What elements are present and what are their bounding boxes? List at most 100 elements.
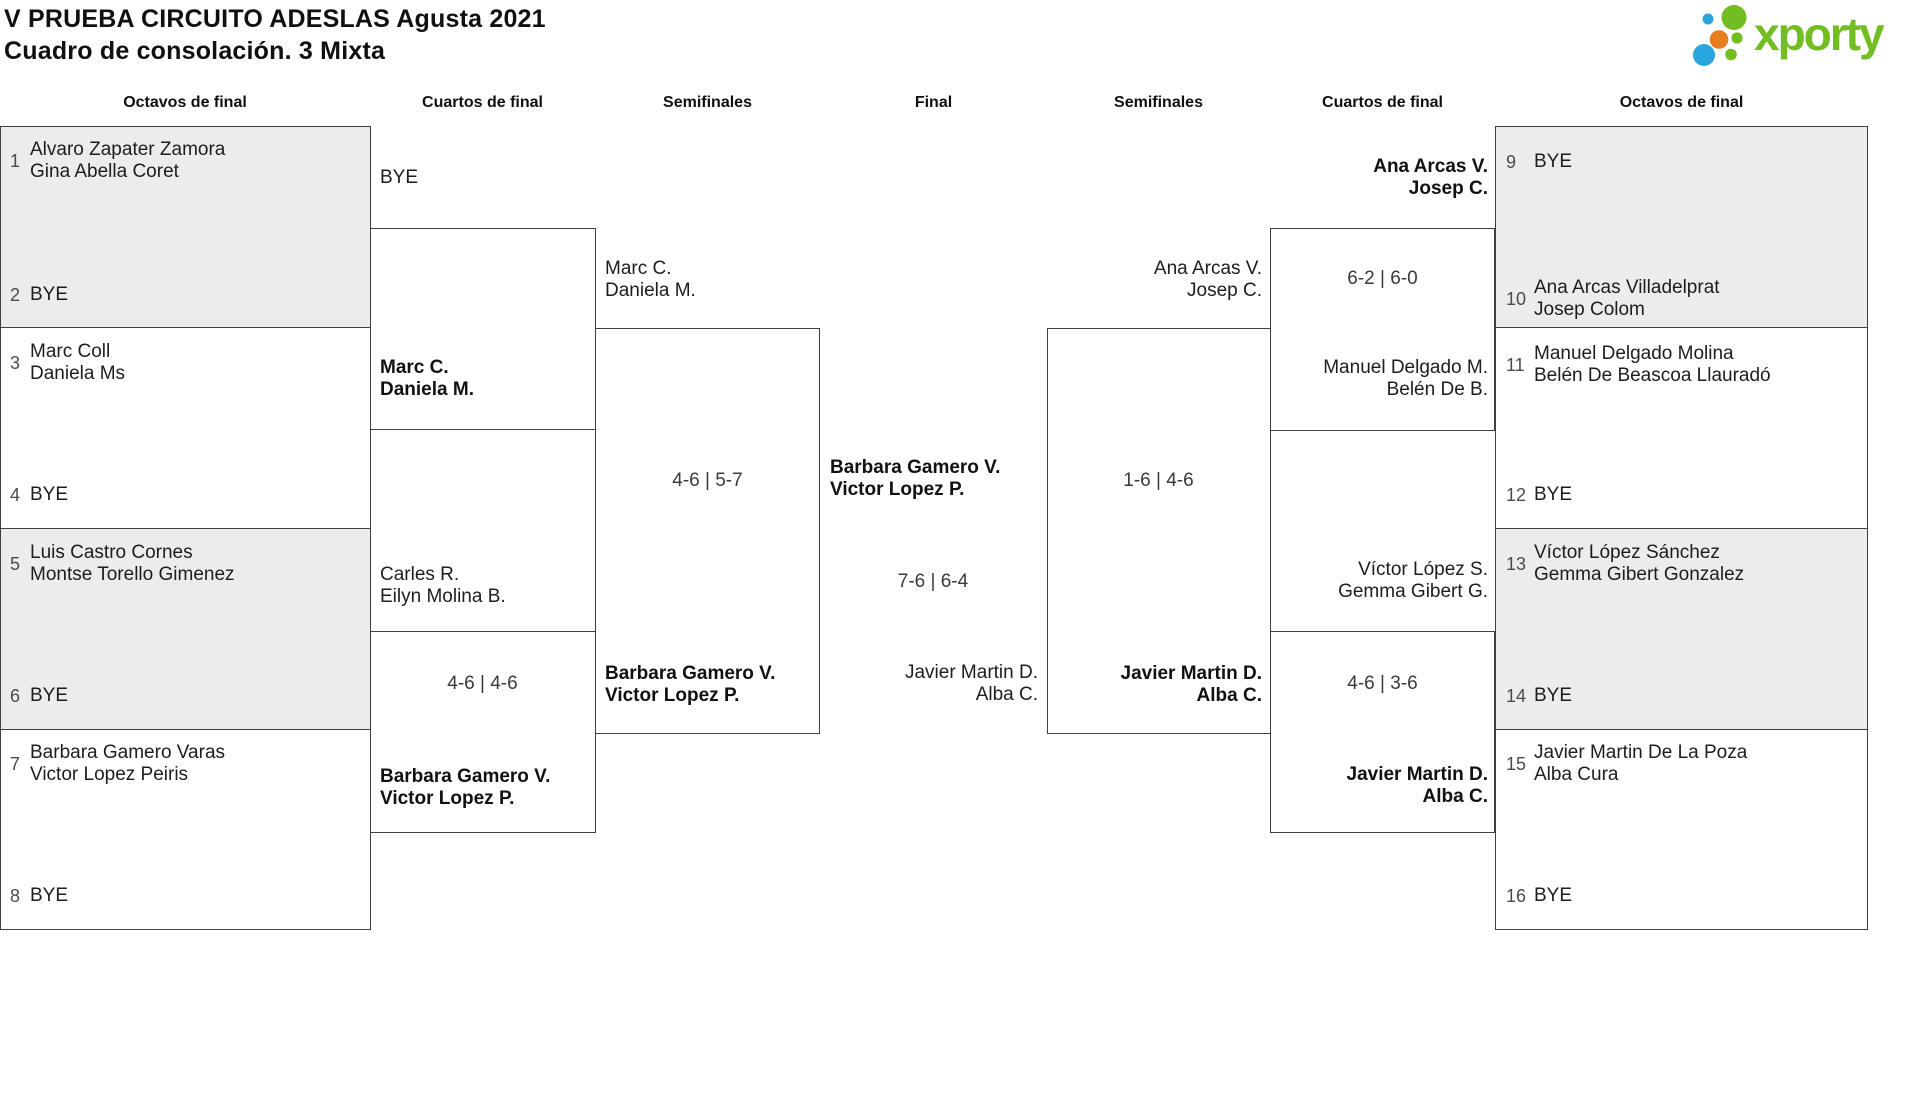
participant-line: Barbara Gamero Varas (30, 742, 226, 763)
seed-number: 5 (10, 553, 21, 574)
seed-number: 15 (1506, 753, 1527, 774)
round-header-semis-left: Semifinales (663, 94, 752, 111)
octavos-box-seeds-3-4 (0, 327, 371, 529)
brand-name: xporty (1754, 8, 1885, 60)
seed-entry-16: 16 BYE (1506, 885, 1572, 907)
participant-line: Javier Martin D. (1346, 764, 1489, 785)
seed-entry-3: 3 Marc Coll Daniela Ms (10, 341, 125, 385)
seed-entry-2: 2 BYE (10, 284, 68, 306)
participant-line: Javier Martin De La Poza (1534, 742, 1748, 763)
participant-line: Barbara Gamero V. (380, 766, 551, 787)
round-header-cuartos-left: Cuartos de final (422, 94, 543, 111)
participant-line: Victor Lopez P. (380, 788, 515, 809)
seed-entry-7: 7 Barbara Gamero Varas Victor Lopez Peir… (10, 742, 225, 786)
seed-number: 2 (10, 284, 21, 305)
match-score-qf-right-2: 4-6 | 3-6 (1347, 673, 1418, 694)
seed-number: 14 (1506, 685, 1527, 706)
match-score-sf-right: 1-6 | 4-6 (1123, 470, 1194, 491)
seed-number: 16 (1506, 885, 1527, 906)
participant-line: Javier Martin D. (904, 662, 1038, 683)
participant-line: Marc C. (380, 357, 449, 378)
participant-label-final-runnerup: Javier Martin D. Alba C. (820, 662, 1038, 706)
participant-line: Gina Abella Coret (30, 161, 179, 182)
participant-line: BYE (1534, 151, 1573, 172)
seed-entry-13: 13 Víctor López Sánchez Gemma Gibert Gon… (1506, 542, 1744, 586)
round-header-semis-right: Semifinales (1114, 94, 1203, 111)
participant-line: Víctor López S. (1358, 559, 1488, 580)
seed-number: 4 (10, 484, 21, 505)
participant-line: Victor Lopez P. (830, 479, 965, 500)
match-box-qf-right-1 (1270, 228, 1495, 431)
seed-number: 10 (1506, 288, 1527, 309)
participant-line: Javier Martin D. (1120, 663, 1263, 684)
participant-line: Manuel Delgado Molina (1534, 343, 1734, 364)
participant-line: Alba C. (975, 684, 1038, 705)
participant-label-qf-right-1-b: Manuel Delgado M. Belén De B. (1270, 357, 1488, 401)
participant-label-qf-left-2-winner: Barbara Gamero V. Victor Lopez P. (380, 766, 550, 810)
seed-number: 7 (10, 753, 21, 774)
participant-line: Ana Arcas V. (1373, 156, 1488, 177)
match-score-qf-right-1: 6-2 | 6-0 (1347, 268, 1418, 289)
participant-line: Ana Arcas Villadelprat (1534, 277, 1720, 298)
match-score-qf-left-2: 4-6 | 4-6 (447, 673, 518, 694)
participant-label-sf-right-winner: Javier Martin D. Alba C. (1047, 663, 1263, 707)
seed-number: 9 (1506, 151, 1517, 172)
participant-line: Carles R. (380, 564, 460, 585)
participant-line: Barbara Gamero V. (605, 663, 776, 684)
participant-line: Víctor López Sánchez (1534, 542, 1720, 563)
seed-number: 8 (10, 885, 21, 906)
participant-label-qf-left-1-winner: Marc C. Daniela M. (380, 357, 474, 401)
round-header-cuartos-right: Cuartos de final (1322, 94, 1443, 111)
octavos-box-seeds-7-8 (0, 729, 371, 930)
seed-entry-8: 8 BYE (10, 885, 68, 907)
round-header-octavos-left: Octavos de final (123, 94, 247, 111)
participant-line: Belén De Beascoa Llauradó (1534, 365, 1771, 386)
participant-line: Alba Cura (1534, 764, 1619, 785)
seed-entry-1: 1 Alvaro Zapater Zamora Gina Abella Core… (10, 139, 225, 183)
participant-line: BYE (1534, 885, 1573, 906)
participant-line: Alvaro Zapater Zamora (30, 139, 226, 160)
page-title: V PRUEBA CIRCUITO ADESLAS Agusta 2021 (4, 5, 546, 33)
octavos-box-seeds-11-12 (1495, 327, 1868, 529)
participant-line: Marc Coll (30, 341, 111, 362)
page-subtitle: Cuadro de consolación. 3 Mixta (4, 37, 386, 65)
match-box-qf-right-2 (1270, 631, 1495, 833)
participant-line: Alba C. (1196, 685, 1262, 706)
participant-label-qf-right-2-a: Víctor López S. Gemma Gibert G. (1270, 559, 1488, 603)
participant-label-sf-left-a: Marc C. Daniela M. (605, 258, 696, 302)
participant-label-final-champion: Barbara Gamero V. Victor Lopez P. (830, 457, 1000, 501)
participant-line: Ana Arcas V. (1153, 258, 1262, 279)
participant-line: Daniela M. (380, 379, 474, 400)
seed-number: 12 (1506, 484, 1527, 505)
participant-line: BYE (30, 685, 69, 706)
participant-line: Josep C. (1408, 178, 1488, 199)
participant-line: Daniela M. (605, 280, 696, 301)
participant-line: Alba C. (1422, 786, 1488, 807)
participant-label-qf-left-2-a: Carles R. Eilyn Molina B. (380, 564, 506, 608)
seed-entry-9: 9 BYE (1506, 151, 1572, 173)
participant-line: BYE (1534, 484, 1573, 505)
octavos-box-seeds-9-10 (1495, 126, 1868, 328)
round-header-final: Final (914, 94, 953, 111)
seed-number: 11 (1506, 354, 1525, 375)
seed-entry-12: 12 BYE (1506, 484, 1572, 506)
seed-number: 1 (10, 150, 21, 171)
match-box-sf-right (1047, 328, 1271, 734)
logo-dots-icon (1693, 5, 1747, 66)
octavos-box-seeds-13-14 (1495, 528, 1868, 730)
seed-number: 6 (10, 685, 21, 706)
participant-line: Daniela Ms (30, 363, 126, 384)
participant-line: BYE (1534, 685, 1573, 706)
participant-label-qf-right-1-winner: Ana Arcas V. Josep C. (1270, 156, 1488, 200)
participant-line: Josep Colom (1534, 299, 1645, 320)
seed-number: 13 (1506, 553, 1527, 574)
participant-line: Gemma Gibert Gonzalez (1534, 564, 1745, 585)
seed-entry-14: 14 BYE (1506, 685, 1572, 707)
seed-entry-15: 15 Javier Martin De La Poza Alba Cura (1506, 742, 1747, 786)
participant-label-sf-left-winner: Barbara Gamero V. Victor Lopez P. (605, 663, 775, 707)
brand-logo[interactable]: xporty (1690, 2, 1885, 72)
seed-entry-11: 11 Manuel Delgado Molina Belén De Beasco… (1506, 343, 1771, 387)
octavos-box-seeds-1-2 (0, 126, 371, 328)
match-score-final: 7-6 | 6-4 (897, 571, 969, 592)
